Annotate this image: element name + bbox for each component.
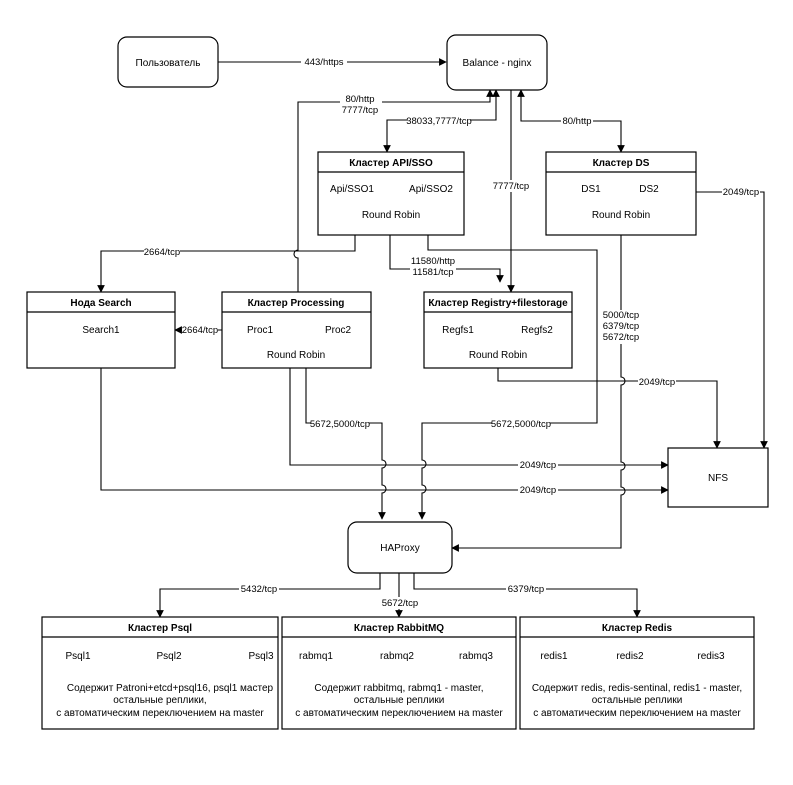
edge-search-nfs [100,368,669,494]
cluster-psql-desc-3: с автоматическим переключением на master [56,708,264,719]
edge-haproxy-redis-label: 6379/tcp [508,584,544,595]
edge-registry-nfs-label: 2049/tcp [639,377,675,388]
node-haproxy-label: HAProxy [380,543,419,554]
cluster-registry-node2: Regfs2 [521,325,553,336]
cluster-rabbitmq-node1: rabmq1 [299,651,333,662]
cluster-api-node1: Api/SSO1 [330,184,374,195]
node-nfs: NFS [667,447,769,508]
edge-search-nfs-label: 2049/tcp [520,485,556,496]
cluster-rabbitmq-desc-2: остальные реплики [354,695,445,706]
cluster-redis-desc-3: с автоматическим переключением на master [533,708,741,719]
edge-processing-haproxy [305,368,387,520]
edge-api-search-label: 2664/tcp [144,247,180,258]
cluster-redis-node2: redis2 [616,651,644,662]
edge-processing-search-label: 2664/tcp [182,325,218,336]
cluster-rabbitmq-desc-1: Содержит rabbitmq, rabmq1 - master, [314,683,483,694]
cluster-api: Кластер API/SSO Api/SSO1 Api/SSO2 Round … [317,151,465,236]
edge-api-haproxy [418,235,598,520]
cluster-psql-node2: Psql2 [156,651,181,662]
cluster-redis-title: Кластер Redis [602,623,673,634]
cluster-redis-desc-1: Содержит redis, redis-sentinal, redis1 -… [532,683,742,694]
cluster-rabbitmq-node3: rabmq3 [459,651,493,662]
edge-ds-nfs-label: 2049/tcp [723,187,759,198]
edge-user-balance-label: 443/https [304,57,343,68]
edge-processing-balance [293,89,494,292]
cluster-search-node1: Search1 [82,325,120,336]
node-haproxy: HAProxy [347,521,453,574]
cluster-registry-node1: Regfs1 [442,325,474,336]
edge-ds-haproxy-label-1: 5000/tcp [603,310,639,321]
cluster-search-title: Нода Search [70,298,131,309]
cluster-processing-title: Кластер Processing [248,298,345,309]
cluster-processing-node1: Proc1 [247,325,274,336]
edge-balance-ds-label: 80/http [562,116,591,127]
cluster-search: Нода Search Search1 [26,291,176,369]
edge-processing-haproxy-label: 5672,5000/tcp [310,419,370,430]
node-user-label: Пользователь [136,58,201,69]
cluster-psql-desc-1: Содержит Patroni+etcd+psql16, psql1 маст… [67,683,274,694]
cluster-processing-rr: Round Robin [267,350,325,361]
edge-api-haproxy-label: 5672,5000/tcp [491,419,551,430]
edge-processing-balance-label-1: 80/http [345,94,374,105]
cluster-psql-title: Кластер Psql [128,623,192,634]
cluster-processing: Кластер Processing Proc1 Proc2 Round Rob… [221,291,372,369]
node-balance-label: Balance - nginx [463,58,532,69]
edge-ds-haproxy-label-2: 6379/tcp [603,321,639,332]
cluster-rabbitmq-node2: rabmq2 [380,651,414,662]
edge-ds-nfs [696,191,768,449]
cluster-redis: Кластер Redis redis1 redis2 redis3 Содер… [519,616,755,730]
edges: 443/https 80/http 7777/tcp 38033,7777/tc… [97,56,768,618]
cluster-processing-node2: Proc2 [325,325,352,336]
cluster-psql: Кластер Psql Psql1 Psql2 Psql3 Содержит … [41,616,279,730]
cluster-rabbitmq-desc-3: с автоматическим переключением на master [295,708,503,719]
cluster-registry-rr: Round Robin [469,350,527,361]
cluster-psql-node1: Psql1 [65,651,90,662]
edge-processing-nfs-label: 2049/tcp [520,460,556,471]
cluster-redis-node1: redis1 [540,651,568,662]
cluster-rabbitmq-title: Кластер RabbitMQ [354,623,444,634]
edge-registry-nfs [497,368,721,449]
cluster-redis-desc-2: остальные реплики [592,695,683,706]
edge-balance-registry-label: 7777/tcp [493,181,529,192]
cluster-ds-rr: Round Robin [592,210,650,221]
cluster-psql-desc-2: остальные реплики, [113,695,206,706]
cluster-redis-node3: redis3 [697,651,725,662]
cluster-ds-title: Кластер DS [593,158,650,169]
cluster-api-rr: Round Robin [362,210,420,221]
edge-processing-balance-label-2: 7777/tcp [342,105,378,116]
cluster-ds-node2: DS2 [639,184,659,195]
cluster-api-title: Кластер API/SSO [349,158,433,169]
edge-processing-nfs [289,368,669,469]
cluster-ds: Кластер DS DS1 DS2 Round Robin [545,151,697,236]
cluster-psql-node3: Psql3 [248,651,273,662]
cluster-registry: Кластер Registry+filestorage Regfs1 Regf… [423,291,573,369]
cluster-registry-title: Кластер Registry+filestorage [428,298,568,309]
edge-haproxy-rabbit-label: 5672/tcp [382,598,418,609]
cluster-api-node2: Api/SSO2 [409,184,453,195]
cluster-rabbitmq: Кластер RabbitMQ rabmq1 rabmq2 rabmq3 Со… [281,616,517,730]
node-balance: Balance - nginx [446,34,548,91]
edge-ds-haproxy [451,235,626,552]
edge-balance-api-label: 38033,7777/tcp [406,116,472,127]
edge-ds-haproxy-label-3: 5672/tcp [603,332,639,343]
edge-api-search [97,235,356,293]
cluster-ds-node1: DS1 [581,184,601,195]
edge-haproxy-psql-label: 5432/tcp [241,584,277,595]
node-nfs-label: NFS [708,473,728,484]
node-user: Пользователь [117,36,219,88]
edge-api-registry-label-2: 11581/tcp [412,267,453,278]
edge-api-registry-label-1: 11580/http [411,256,455,267]
